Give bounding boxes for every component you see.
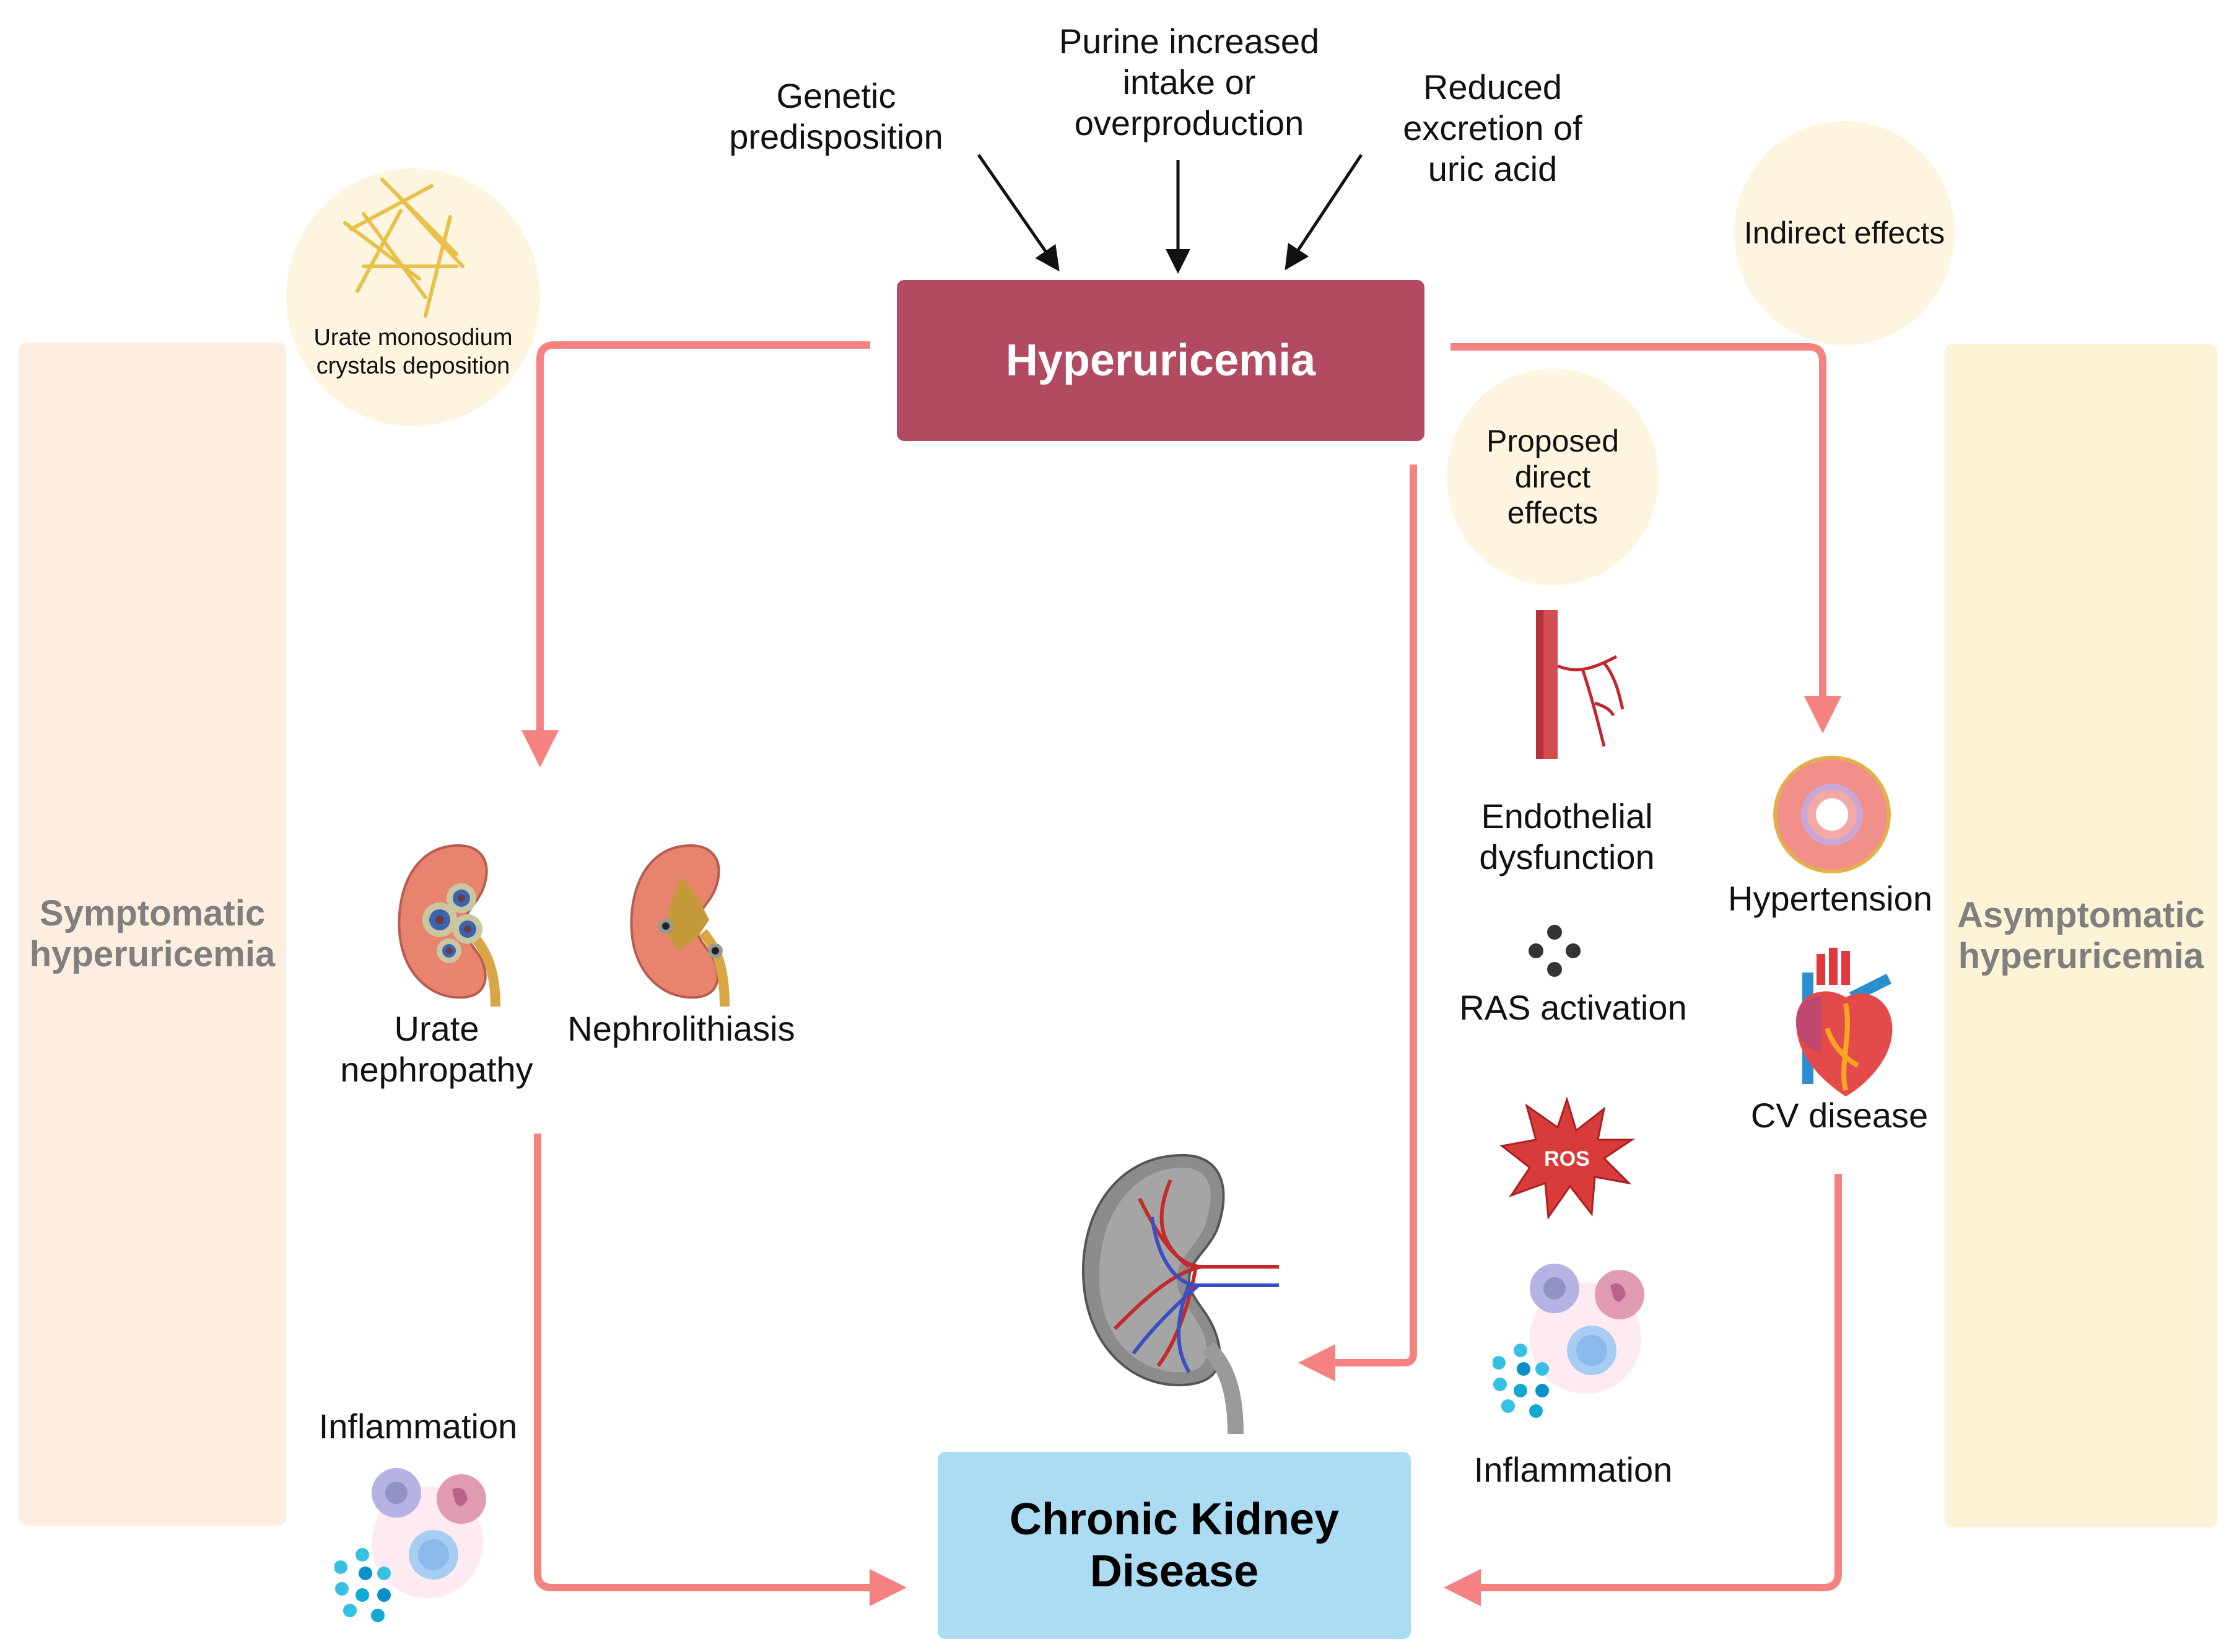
ckd-label-line2: Disease bbox=[1089, 1547, 1259, 1596]
left-bottom-connector bbox=[534, 1134, 907, 1606]
right-top-connector bbox=[1450, 343, 1841, 733]
nephrolithiasis-label: Nephrolithiasis bbox=[567, 1009, 795, 1048]
ckd-kidney-icon bbox=[1081, 1153, 1279, 1434]
ras-molecules-icon bbox=[1529, 925, 1581, 977]
indirect-effects-bubble: Indirect effects bbox=[1734, 121, 1955, 345]
cause-excretion-line2: excretion of bbox=[1403, 108, 1582, 147]
asymptomatic-label-line1: Asymptomatic bbox=[1957, 895, 2205, 935]
indirect-effects-label: Indirect effects bbox=[1743, 216, 1945, 250]
cv-disease-label: CV disease bbox=[1750, 1096, 1929, 1135]
heart-icon bbox=[1796, 948, 1893, 1096]
urate-nephropathy-kidney-icon bbox=[398, 844, 500, 1007]
cause-purine-line1: Purine increased bbox=[1058, 22, 1320, 61]
hypertension-label: Hypertension bbox=[1728, 879, 1932, 918]
endothelial-line2: dysfunction bbox=[1479, 837, 1655, 876]
asymptomatic-label-line2: hyperuricemia bbox=[1958, 936, 2204, 976]
hyperuricemia-label: Hyperuricemia bbox=[1005, 336, 1316, 385]
urate-nephropathy-line2: nephropathy bbox=[340, 1050, 533, 1089]
immune-cells-icon bbox=[334, 1468, 486, 1622]
nephrolithiasis-kidney-icon bbox=[630, 844, 730, 1007]
left-inflammation-label: Inflammation bbox=[318, 1407, 518, 1446]
ras-label: RAS activation bbox=[1459, 988, 1687, 1027]
crystals-label-line1: Urate monosodium bbox=[313, 325, 513, 351]
cause-purine-line2: intake or bbox=[1122, 63, 1256, 102]
excretion-arrow bbox=[1285, 154, 1363, 271]
direct-effects-line3: effects bbox=[1507, 496, 1599, 530]
right-bottom-connector bbox=[1444, 1174, 1842, 1606]
ros-burst-icon: ROS bbox=[1499, 1096, 1635, 1220]
ckd-label-line1: Chronic Kidney bbox=[1009, 1495, 1340, 1544]
cause-excretion-line3: uric acid bbox=[1428, 149, 1558, 188]
direct-effects-line1: Proposed bbox=[1486, 424, 1620, 458]
blood-vessel-icon bbox=[1536, 610, 1625, 759]
cause-genetic-line1: Genetic bbox=[776, 76, 896, 115]
cause-genetic-line2: predisposition bbox=[729, 117, 943, 156]
direct-effects-line2: direct bbox=[1514, 460, 1591, 494]
left-top-connector bbox=[521, 341, 870, 767]
artery-cross-section-icon bbox=[1773, 756, 1891, 873]
immune-cells-icon bbox=[1493, 1264, 1644, 1418]
endothelial-line1: Endothelial bbox=[1481, 797, 1653, 836]
cause-purine-line3: overproduction bbox=[1074, 103, 1304, 142]
urate-nephropathy-line1: Urate bbox=[394, 1009, 479, 1048]
genetic-arrow bbox=[977, 154, 1060, 272]
crystals-label-line2: crystals deposition bbox=[316, 353, 510, 379]
direct-connector bbox=[1298, 465, 1417, 1381]
symptomatic-label-line1: Symptomatic bbox=[39, 893, 266, 933]
cause-excretion-line1: Reduced bbox=[1423, 68, 1563, 107]
urate-crystals-icon bbox=[343, 178, 465, 318]
symptomatic-label-line2: hyperuricemia bbox=[29, 934, 276, 974]
ros-label: ROS bbox=[1544, 1147, 1590, 1171]
hyperuricemia-box: Hyperuricemia bbox=[897, 280, 1424, 441]
right-inflammation-label: Inflammation bbox=[1473, 1450, 1673, 1489]
